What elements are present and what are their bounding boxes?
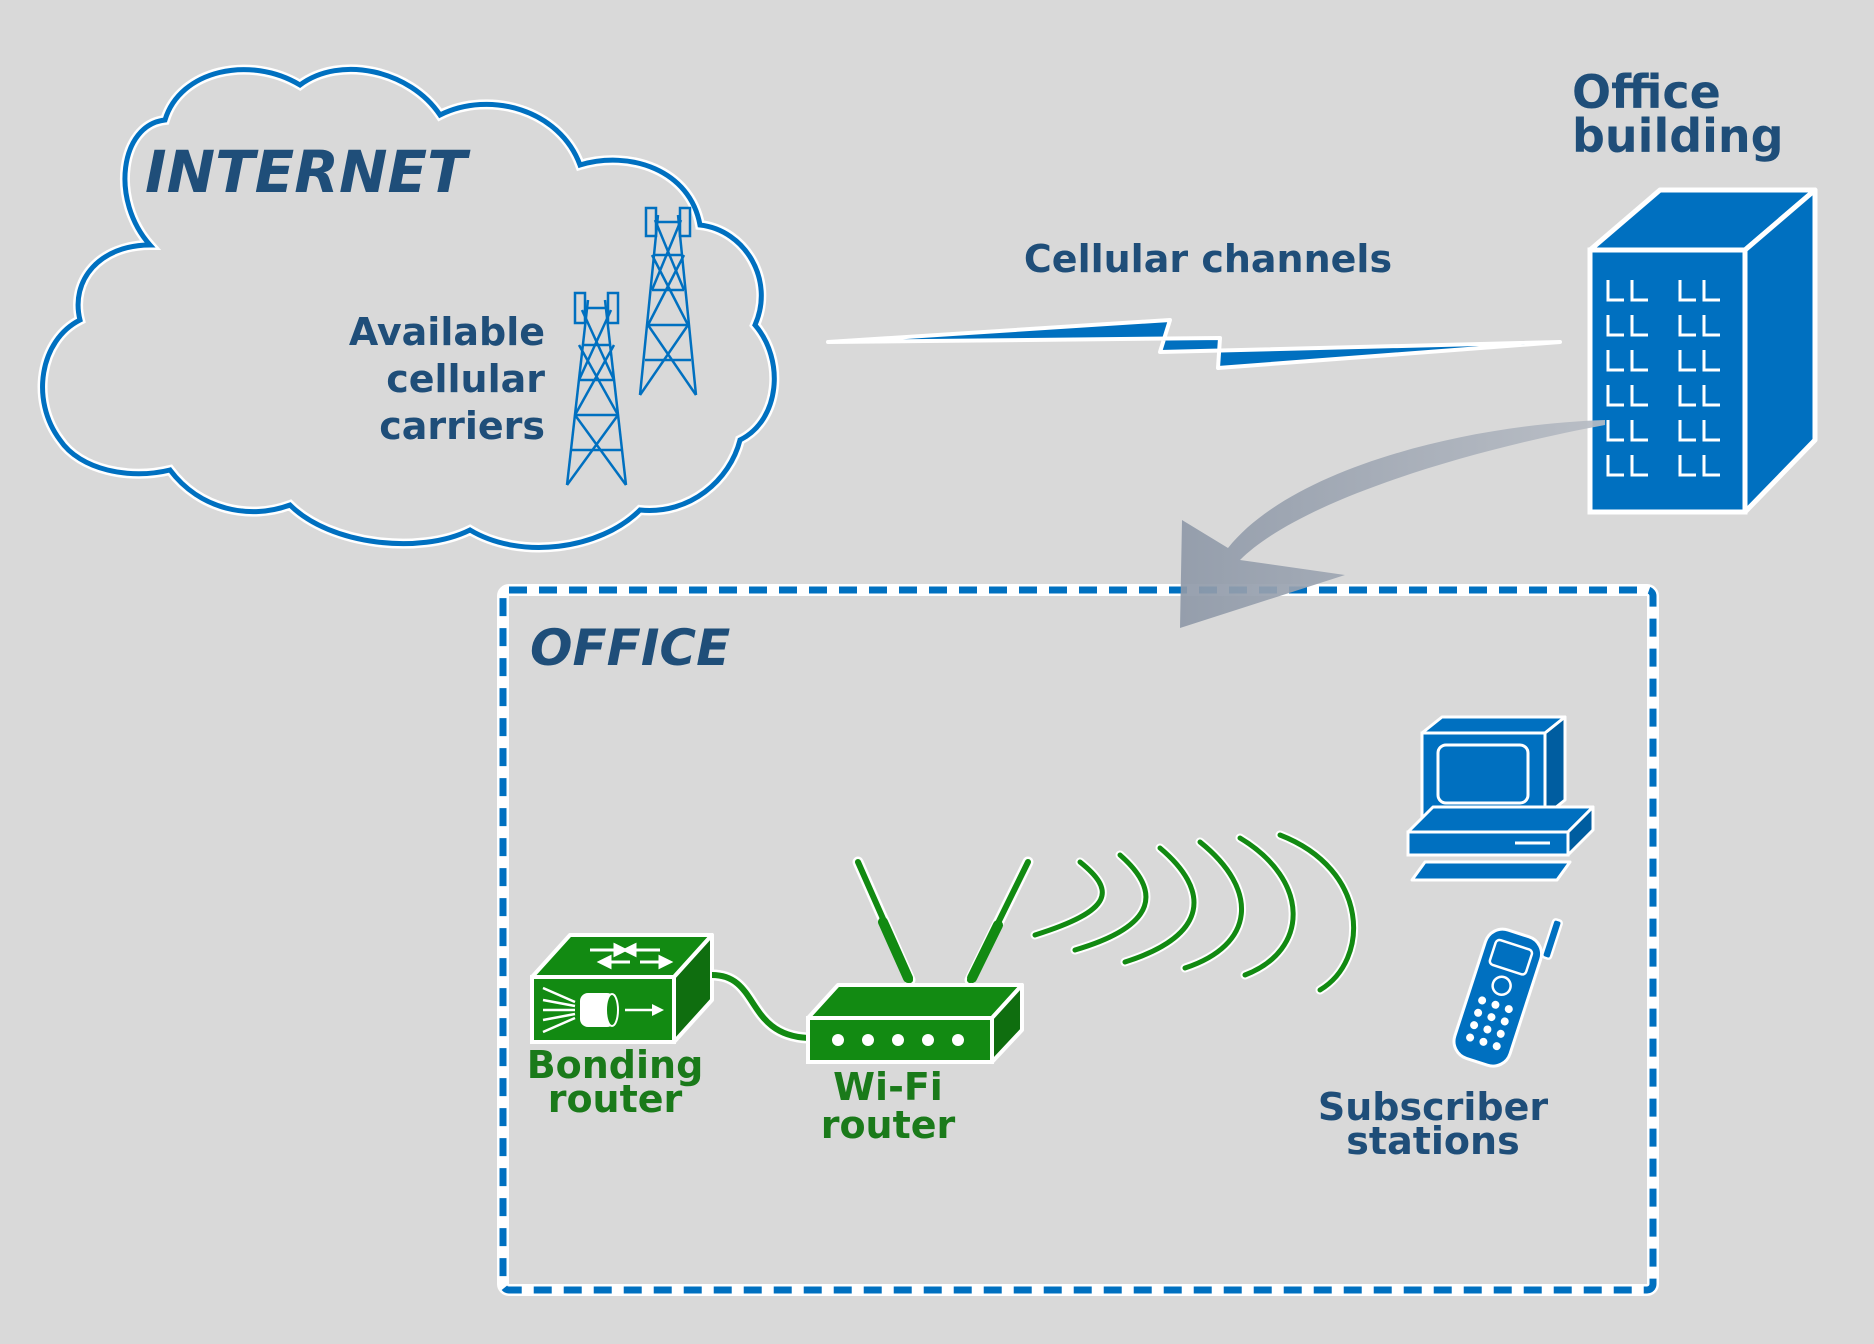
office-title: OFFICE [530, 619, 730, 677]
cellular-channels-label: Cellular channels [1024, 237, 1392, 281]
bonding-router-icon [530, 933, 714, 1044]
building-label-line1: Office [1572, 65, 1721, 119]
office-building-icon [1587, 187, 1818, 515]
carriers-label-line3: carriers [379, 404, 545, 448]
bonding-router-label-line1: Bonding [527, 1043, 704, 1087]
carriers-label-line1: Available [349, 310, 545, 354]
wifi-signal-waves [1030, 830, 1359, 995]
router-cable [711, 969, 809, 1044]
cell-tower-icon [638, 206, 698, 396]
computer-icon [1406, 715, 1595, 882]
office-boundary [497, 584, 1659, 1296]
wifi-router-icon [806, 856, 1034, 1064]
wifi-router-label-line2: router [821, 1103, 956, 1147]
subscriber-stations-label-line2: stations [1346, 1119, 1519, 1163]
cellular-link-lightning [826, 318, 1562, 370]
subscriber-stations-label-line1: Subscriber [1318, 1085, 1549, 1129]
carriers-label-line2: cellular [386, 357, 545, 401]
bonding-router-label-line2: router [548, 1077, 683, 1121]
building-label-line2: building [1572, 109, 1784, 163]
cell-tower-icon [565, 291, 628, 486]
internet-cloud [37, 64, 780, 553]
curved-arrow [1180, 420, 1605, 628]
mobile-phone-icon [1452, 918, 1563, 1068]
wifi-router-label-line1: Wi-Fi [833, 1065, 943, 1109]
internet-title: INTERNET [145, 138, 471, 206]
